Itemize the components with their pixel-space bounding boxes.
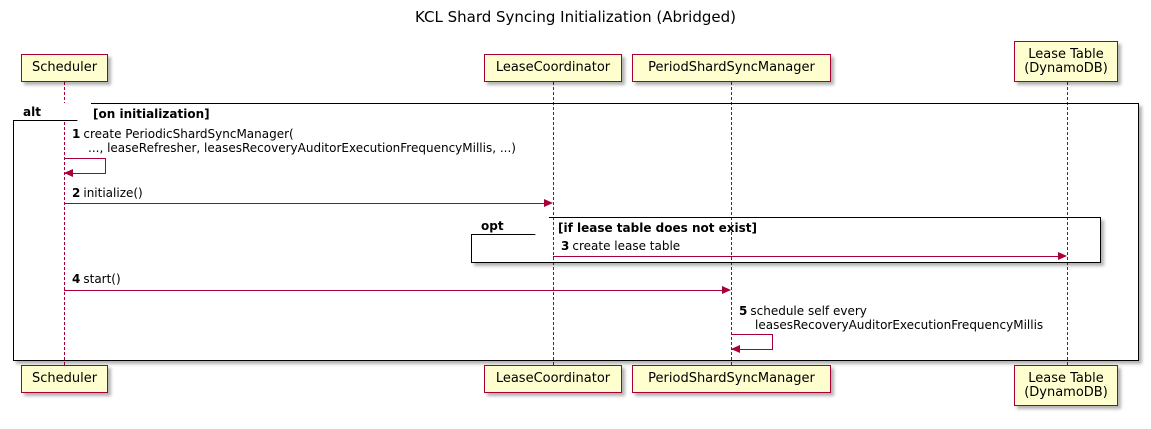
participant-lease-coordinator-top[interactable]: LeaseCoordinator bbox=[484, 54, 622, 82]
message-5-arrowhead bbox=[731, 345, 740, 353]
participant-lease-table-label-line1: Lease Table bbox=[1028, 46, 1104, 62]
message-4-text: start() bbox=[83, 272, 121, 286]
message-5-self-call-path bbox=[731, 334, 773, 350]
participant-lease-table-label-line2: (DynamoDB) bbox=[1024, 60, 1108, 76]
message-3-text: create lease table bbox=[572, 239, 681, 253]
participant-period-shard-sync-manager-label: PeriodShardSyncManager bbox=[648, 60, 815, 75]
participant-lease-coordinator-bottom[interactable]: LeaseCoordinator bbox=[484, 365, 622, 393]
message-3-line bbox=[553, 256, 1059, 257]
participant-period-shard-sync-manager-bottom[interactable]: PeriodShardSyncManager bbox=[632, 365, 831, 393]
lifeline-period-shard-sync-manager bbox=[731, 82, 732, 365]
participant-lease-coordinator-bottom-label: LeaseCoordinator bbox=[495, 371, 611, 386]
message-5-text-line1: schedule self every bbox=[750, 304, 867, 318]
message-3-arrowhead bbox=[1058, 252, 1067, 260]
message-2-seq: 2 bbox=[72, 186, 81, 200]
participant-period-shard-sync-manager-bottom-label: PeriodShardSyncManager bbox=[648, 371, 815, 386]
participant-lease-table-bottom-label-line1: Lease Table bbox=[1028, 370, 1104, 386]
participant-scheduler-top[interactable]: Scheduler bbox=[21, 54, 108, 82]
fragment-opt-lease-table: opt bbox=[471, 216, 1101, 263]
participant-scheduler-label: Scheduler bbox=[31, 60, 98, 75]
fragment-opt-condition: [if lease table does not exist] bbox=[558, 221, 758, 235]
message-1-seq: 1 bbox=[72, 127, 81, 141]
message-2-line bbox=[64, 203, 545, 204]
message-4-line bbox=[64, 290, 723, 291]
message-5-text-line2: leasesRecoveryAuditorExecutionFrequencyM… bbox=[755, 318, 1044, 332]
participant-period-shard-sync-manager-top[interactable]: PeriodShardSyncManager bbox=[632, 54, 831, 82]
message-1-text-line2: ..., leaseRefresher, leasesRecoveryAudit… bbox=[88, 141, 516, 155]
message-1-self-call-path bbox=[64, 158, 106, 174]
message-1-arrowhead bbox=[64, 169, 73, 177]
participant-lease-table-bottom[interactable]: Lease Table (DynamoDB) bbox=[1014, 365, 1118, 406]
message-5-seq: 5 bbox=[739, 304, 748, 318]
participant-lease-coordinator-label: LeaseCoordinator bbox=[495, 60, 611, 75]
participant-scheduler-bottom-label: Scheduler bbox=[31, 371, 98, 386]
lifeline-lease-coordinator bbox=[553, 82, 554, 365]
message-2-text: initialize() bbox=[83, 186, 143, 200]
page-title: KCL Shard Syncing Initialization (Abridg… bbox=[415, 8, 736, 26]
message-2-arrowhead bbox=[544, 199, 553, 207]
message-3-seq: 3 bbox=[561, 239, 570, 253]
fragment-alt-operator-label: alt bbox=[13, 102, 91, 121]
lifeline-scheduler bbox=[64, 82, 65, 365]
participant-scheduler-bottom[interactable]: Scheduler bbox=[21, 365, 108, 393]
fragment-opt-operator-label: opt bbox=[471, 216, 549, 235]
message-1-text-line1: create PeriodicShardSyncManager( bbox=[83, 127, 294, 141]
lifeline-lease-table bbox=[1067, 82, 1068, 365]
fragment-alt-on-initialization: alt bbox=[13, 102, 1139, 361]
message-4-arrowhead bbox=[722, 286, 731, 294]
fragment-alt-condition: [on initialization] bbox=[93, 107, 210, 121]
participant-lease-table-top[interactable]: Lease Table (DynamoDB) bbox=[1014, 41, 1118, 82]
participant-lease-table-bottom-label-line2: (DynamoDB) bbox=[1024, 384, 1108, 400]
message-4-seq: 4 bbox=[72, 272, 81, 286]
